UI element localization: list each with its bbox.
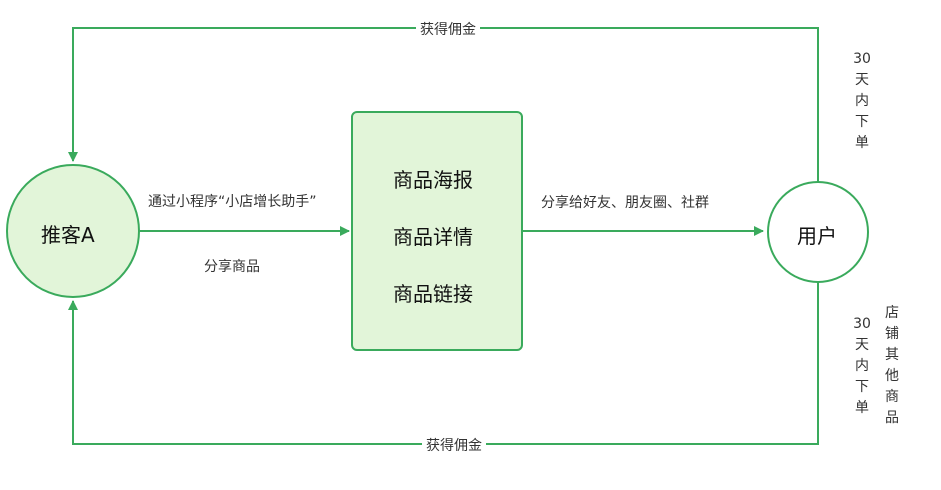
user-label: 用户	[797, 224, 837, 248]
content-line-link: 商品链接	[393, 282, 473, 306]
share-to-label: 分享给好友、朋友圈、社群	[541, 195, 709, 211]
top-commission-label: 获得佣金	[416, 19, 480, 39]
referrer-label: 推客A	[41, 223, 95, 247]
content-line-detail: 商品详情	[393, 225, 473, 249]
other-shop-goods-label: 店铺其他商品	[885, 305, 899, 426]
share-via-label: 通过小程序“小店增长助手”	[148, 194, 317, 210]
user-node	[767, 181, 869, 283]
content-box-node	[351, 111, 523, 351]
content-line-poster: 商品海报	[393, 168, 473, 192]
share-goods-label: 分享商品	[204, 259, 260, 275]
referrer-node	[6, 164, 140, 298]
bottom-commission-label: 获得佣金	[422, 435, 486, 455]
